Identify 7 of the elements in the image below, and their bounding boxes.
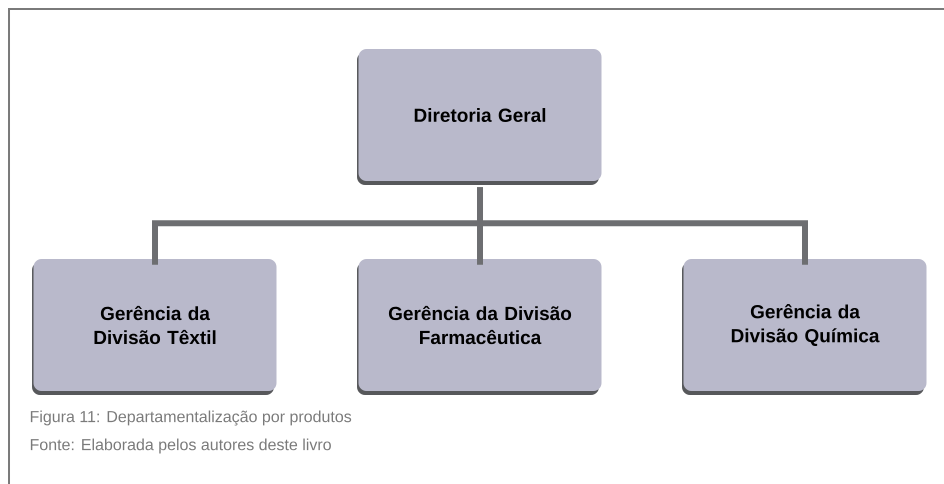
connector-line: [477, 187, 808, 265]
org-box: Gerência da Divisão Têxtil: [32, 259, 276, 395]
org-box: Gerência da Divisão Farmacêutica: [357, 259, 602, 395]
org-box: Diretoria Geral: [357, 49, 602, 185]
source-note: Fonte: Elaborada pelos autores deste livro: [30, 438, 331, 454]
caption: Figura 11: Departamentalização por produtos: [30, 410, 352, 426]
org-box: Gerência da Divisão Química: [682, 259, 926, 395]
